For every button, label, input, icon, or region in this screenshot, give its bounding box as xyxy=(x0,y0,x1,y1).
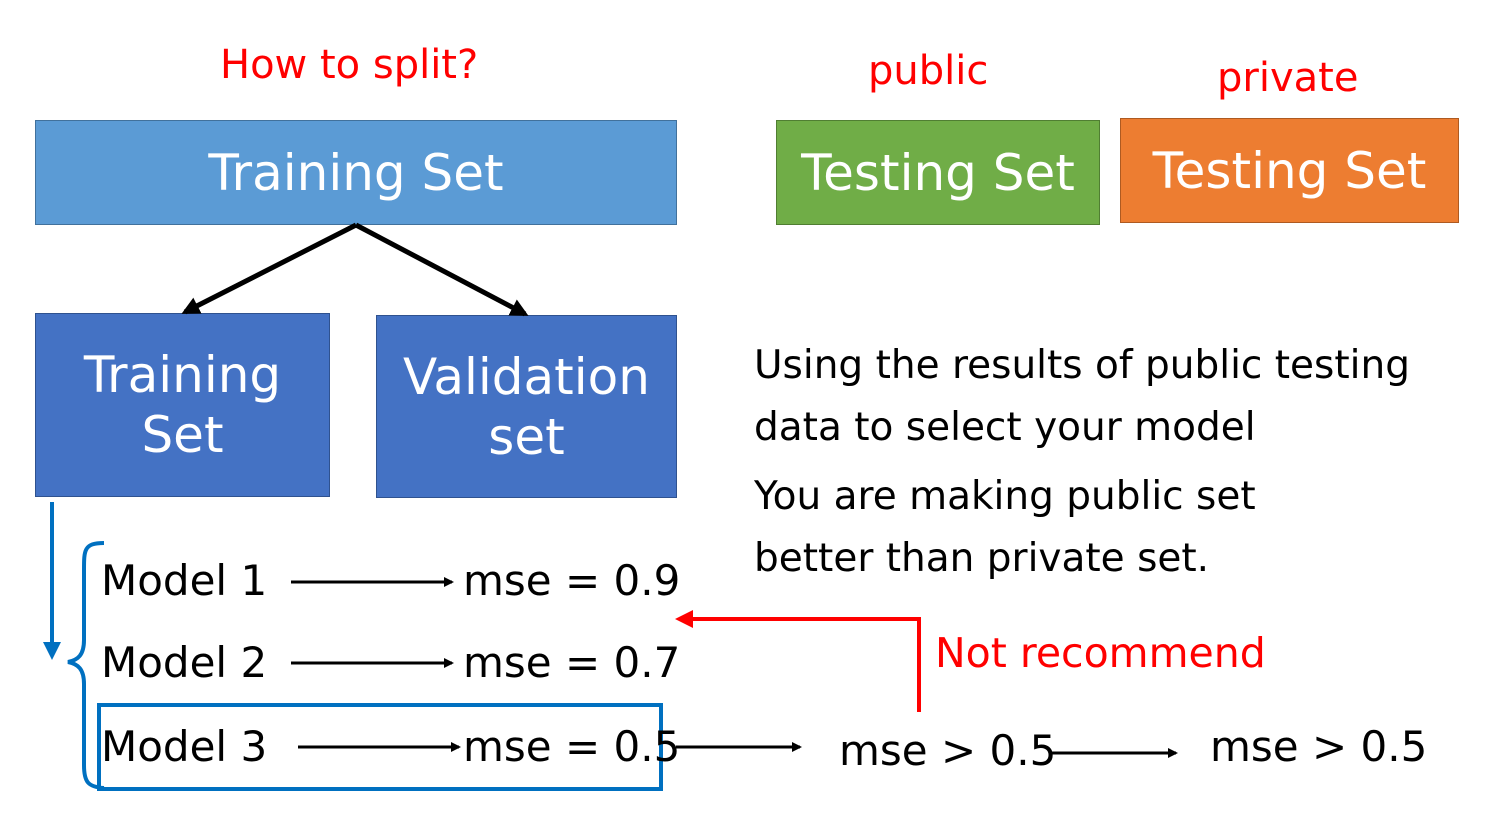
validation-set-box: Validation set xyxy=(376,315,677,498)
public-testing-set-box: Testing Set xyxy=(776,120,1100,225)
model3-highlight xyxy=(97,703,663,791)
model2-label: Model 2 xyxy=(101,638,268,687)
split-training-line2: Set xyxy=(141,406,224,464)
model1-label: Model 1 xyxy=(101,556,268,605)
validation-line1: Validation xyxy=(403,347,650,406)
how-to-split-label: How to split? xyxy=(220,42,479,88)
note-line4: better than private set. xyxy=(754,536,1210,581)
model3-label: Model 3 xyxy=(101,722,268,771)
private-testing-set-box: Testing Set xyxy=(1120,118,1459,223)
split-training-line1: Training xyxy=(83,346,282,404)
not-recommend-arrow xyxy=(675,610,921,712)
model2-mse: mse = 0.7 xyxy=(463,638,681,687)
split-arrow-right xyxy=(354,222,529,317)
validation-line2: set xyxy=(488,407,565,466)
note-line2: data to select your model xyxy=(754,405,1256,450)
training-set-label: Training Set xyxy=(208,143,504,202)
not-recommend-label: Not recommend xyxy=(935,629,1266,677)
model3-mse: mse = 0.5 xyxy=(463,722,681,771)
public-label: public xyxy=(868,48,989,94)
split-training-set-box: Training Set xyxy=(35,313,330,497)
public-result-mse: mse > 0.5 xyxy=(839,726,1057,775)
split-arrow-left xyxy=(181,222,358,315)
training-set-box: Training Set xyxy=(35,120,677,225)
private-label: private xyxy=(1217,55,1359,101)
model-brace xyxy=(67,541,105,790)
note-line1: Using the results of public testing xyxy=(754,343,1410,388)
note-line3: You are making public set xyxy=(754,474,1256,519)
private-result-mse: mse > 0.5 xyxy=(1210,722,1428,771)
model1-mse: mse = 0.9 xyxy=(463,556,681,605)
public-testing-set-label: Testing Set xyxy=(801,143,1075,202)
private-testing-set-label: Testing Set xyxy=(1152,141,1427,200)
